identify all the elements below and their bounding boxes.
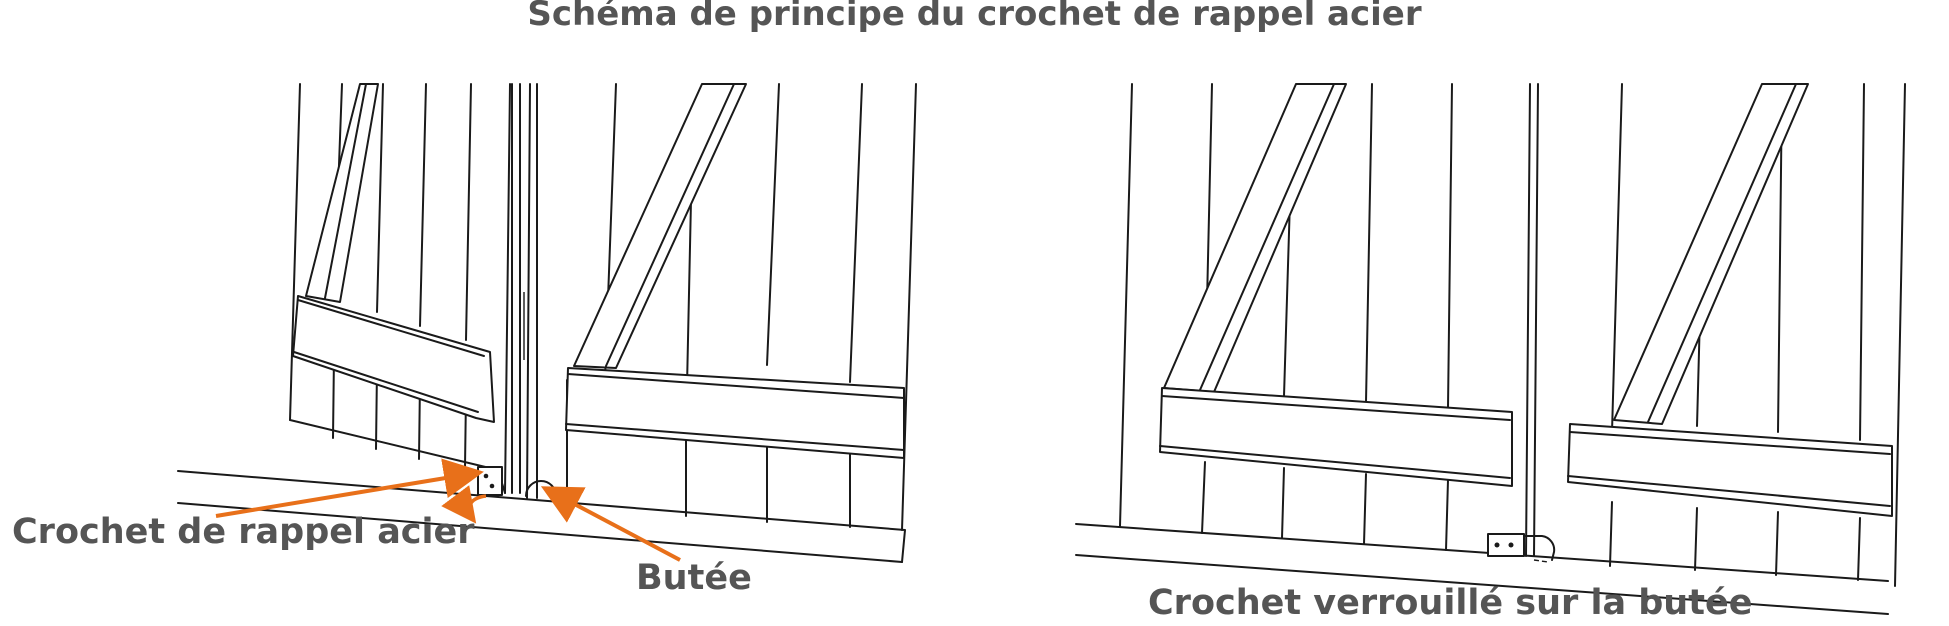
label-steel-return-hook: Crochet de rappel acier (12, 512, 475, 552)
ground-edge-front-left (177, 502, 903, 563)
ground-edge-front-right (1075, 554, 1889, 615)
right-leaf-right-scene (1567, 83, 1906, 587)
ground-edge-right (1075, 523, 1889, 582)
left-leaf-right-scene (1119, 83, 1513, 551)
left-leaf-open (289, 83, 511, 494)
stop-arrow (540, 486, 681, 562)
center-post-right (1525, 83, 1539, 557)
label-stop: Butée (636, 558, 752, 598)
ground-edge-left (177, 470, 906, 563)
left-gate-scene (177, 83, 917, 563)
center-post-left (511, 83, 538, 499)
diagram-title: Schéma de principe du crochet de rappel … (527, 0, 1422, 34)
right-gate-scene (1075, 83, 1906, 615)
right-leaf-closed (565, 83, 917, 531)
hook-locked (1487, 533, 1556, 563)
hook-open (477, 466, 503, 496)
hook-arrow (215, 458, 484, 518)
label-hook-locked: Crochet verrouillé sur la butée (1148, 583, 1753, 623)
rotation-arrow (441, 485, 487, 524)
